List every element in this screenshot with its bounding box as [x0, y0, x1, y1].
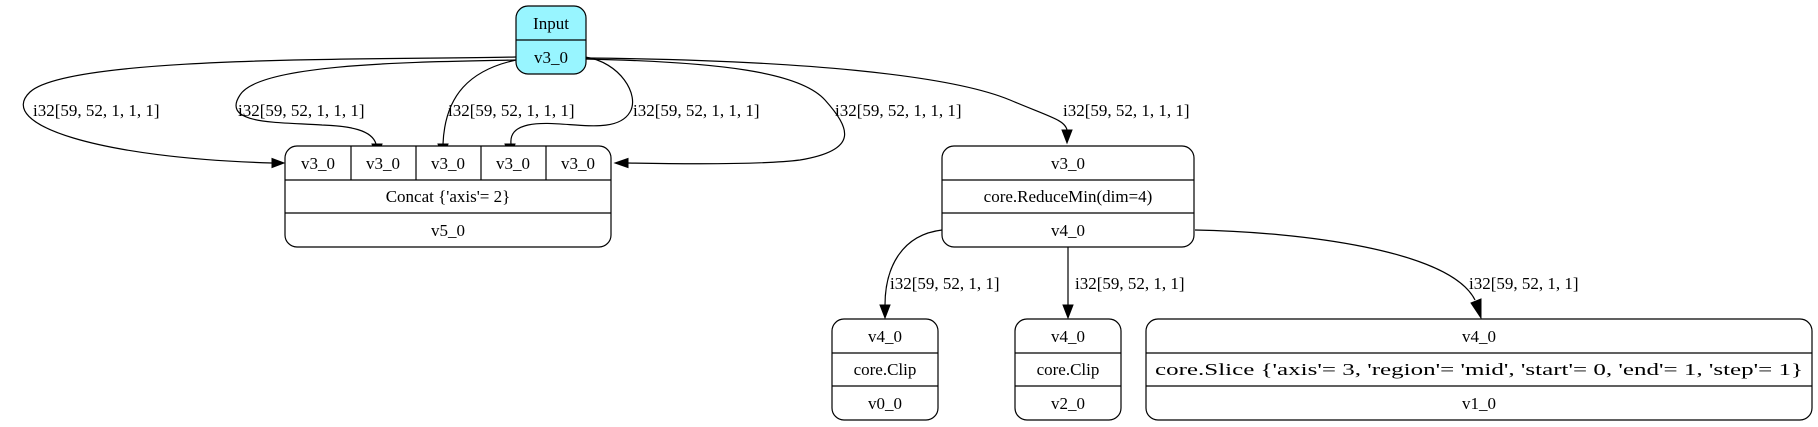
edge-label: i32[59, 52, 1, 1]	[1075, 274, 1185, 293]
edge-arrowhead	[271, 157, 286, 169]
clip-v2-op-label: core.Clip	[1037, 360, 1100, 379]
node-clip-v2[interactable]: v4_0 core.Clip v2_0	[1014, 318, 1122, 421]
node-clip-v2-box	[1014, 318, 1122, 421]
node-reducemin[interactable]: v3_0 core.ReduceMin(dim=4) v4_0	[941, 145, 1195, 248]
concat-input-port-2: v3_0	[366, 154, 400, 173]
edge-label: i32[59, 52, 1, 1]	[890, 274, 1000, 293]
clip-v0-input: v4_0	[868, 327, 902, 346]
edge-label: i32[59, 52, 1, 1]	[1469, 274, 1579, 293]
edge-arrowhead	[1061, 129, 1073, 145]
node-reducemin-box	[941, 145, 1195, 248]
node-input-output: v3_0	[534, 48, 568, 67]
node-concat-box	[284, 145, 612, 248]
edge-reducemin-slice	[1194, 229, 1476, 301]
node-input[interactable]: Input v3_0	[515, 5, 587, 75]
edge-label: i32[59, 52, 1, 1, 1]	[33, 101, 160, 120]
reducemin-output: v4_0	[1051, 221, 1085, 240]
edge-input-concat-4	[510, 56, 634, 145]
node-slice[interactable]: v4_0 core.Slice {'axis'= 3, 'region'= 'm…	[1145, 318, 1813, 421]
concat-op-label: Concat {'axis'= 2}	[386, 187, 511, 206]
edge-arrowhead	[613, 157, 629, 169]
edge-input-concat-1	[22, 56, 517, 164]
clip-v2-output: v2_0	[1051, 394, 1085, 413]
edge-label: i32[59, 52, 1, 1, 1]	[448, 101, 575, 120]
edge-label: i32[59, 52, 1, 1, 1]	[835, 101, 962, 120]
node-input-title: Input	[533, 14, 569, 33]
node-concat[interactable]: v3_0 v3_0 v3_0 v3_0 v3_0 Concat {'axis'=…	[284, 145, 612, 248]
node-clip-v0-box	[831, 318, 939, 421]
slice-input: v4_0	[1462, 327, 1496, 346]
edge-arrowhead	[1062, 304, 1074, 320]
edge-label: i32[59, 52, 1, 1, 1]	[238, 101, 365, 120]
edge-input-reducemin	[584, 57, 1068, 131]
edge-input-concat-2	[235, 59, 517, 145]
edge-arrowhead	[879, 304, 891, 320]
slice-output: v1_0	[1462, 394, 1496, 413]
clip-v2-input: v4_0	[1051, 327, 1085, 346]
reducemin-op-label: core.ReduceMin(dim=4)	[984, 187, 1153, 206]
clip-v0-op-label: core.Clip	[854, 360, 917, 379]
edge-label: i32[59, 52, 1, 1, 1]	[1063, 101, 1190, 120]
concat-input-port-1: v3_0	[301, 154, 335, 173]
edge-input-concat-5	[584, 58, 846, 165]
edge-reducemin-clip0	[884, 229, 943, 306]
reducemin-input: v3_0	[1051, 154, 1085, 173]
clip-v0-output: v0_0	[868, 394, 902, 413]
concat-input-port-5: v3_0	[561, 154, 595, 173]
edge-arrowhead	[1470, 298, 1482, 320]
slice-op-label: core.Slice {'axis'= 3, 'region'= 'mid', …	[1155, 360, 1803, 379]
node-slice-box	[1145, 318, 1813, 421]
edge-input-concat-3	[442, 59, 517, 145]
concat-output: v5_0	[431, 221, 465, 240]
edge-label: i32[59, 52, 1, 1, 1]	[633, 101, 760, 120]
concat-input-port-4: v3_0	[496, 154, 530, 173]
concat-input-port-3: v3_0	[431, 154, 465, 173]
node-clip-v0[interactable]: v4_0 core.Clip v0_0	[831, 318, 939, 421]
